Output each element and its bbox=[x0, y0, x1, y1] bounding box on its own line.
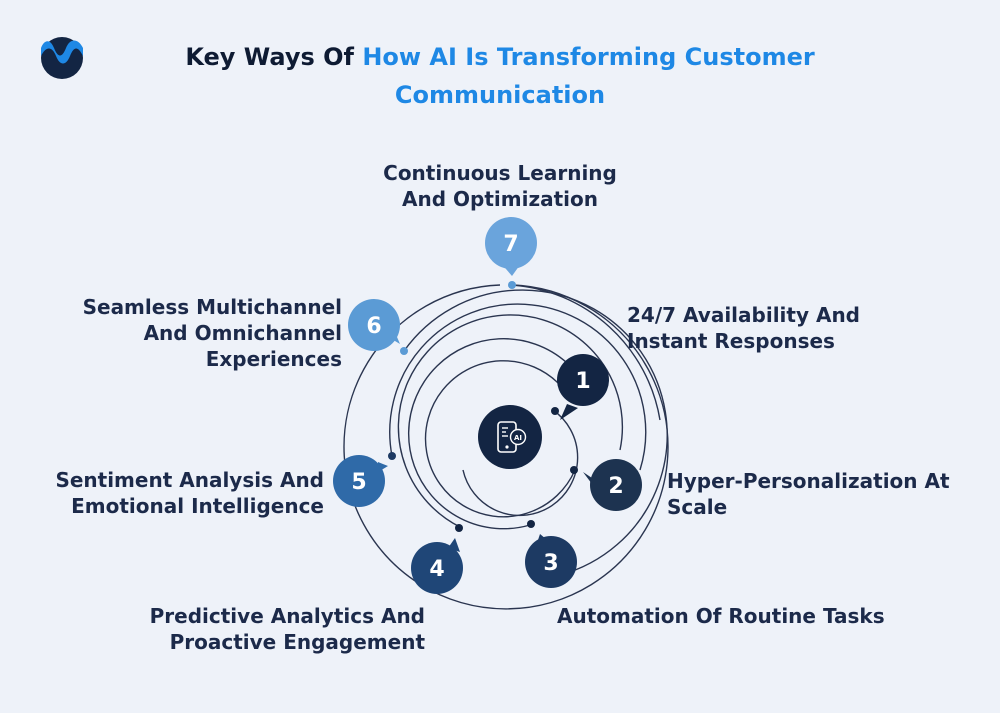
step-marker-7: 7 bbox=[485, 217, 537, 276]
step-label-6: Seamless Multichannel And Omnichannel Ex… bbox=[80, 294, 342, 372]
ring-2 bbox=[424, 360, 576, 518]
ai-phone-icon: AI bbox=[478, 405, 542, 469]
step-4-line-1: Predictive Analytics And bbox=[149, 604, 425, 628]
title-accent: How AI Is Transforming Customer bbox=[362, 43, 815, 71]
step-5-line-2: Emotional Intelligence bbox=[71, 494, 324, 518]
step-label-2: Hyper-Personalization At Scale bbox=[667, 468, 950, 520]
ring-dot-1 bbox=[551, 407, 559, 415]
step-number-2: 2 bbox=[608, 474, 623, 499]
step-1-line-2: Instant Responses bbox=[627, 329, 835, 353]
step-marker-3: 3 bbox=[525, 534, 577, 588]
step-label-3: Automation Of Routine Tasks bbox=[557, 603, 885, 629]
step-7-line-1: Continuous Learning bbox=[383, 161, 617, 185]
step-number-1: 1 bbox=[575, 369, 590, 394]
step-6-line-2: And Omnichannel bbox=[143, 321, 342, 345]
step-label-7: Continuous Learning And Optimization bbox=[380, 160, 620, 212]
page-title: Key Ways Of How AI Is Transforming Custo… bbox=[150, 38, 850, 114]
step-6-line-1: Seamless Multichannel bbox=[82, 295, 342, 319]
step-1-line-1: 24/7 Availability And bbox=[627, 303, 860, 327]
step-marker-5: 5 bbox=[333, 455, 388, 507]
ai-icon-text: AI bbox=[514, 434, 522, 442]
step-marker-1: 1 bbox=[557, 354, 609, 420]
step-label-4: Predictive Analytics And Proactive Engag… bbox=[140, 603, 425, 655]
step-number-6: 6 bbox=[366, 314, 381, 339]
ring-dot-5 bbox=[388, 452, 396, 460]
step-marker-4: 4 bbox=[411, 538, 463, 594]
ring-5 bbox=[389, 303, 647, 471]
step-2-line-2: Scale bbox=[667, 495, 728, 519]
step-label-1: 24/7 Availability And Instant Responses bbox=[627, 302, 860, 354]
title-part-1: Key Ways Of bbox=[185, 43, 363, 71]
ring-7 bbox=[343, 284, 669, 610]
step-4-line-2: Proactive Engagement bbox=[169, 630, 425, 654]
ring-dot-4 bbox=[455, 524, 463, 532]
ring-6 bbox=[403, 289, 668, 576]
brand-logo-icon bbox=[41, 37, 83, 79]
step-label-5: Sentiment Analysis And Emotional Intelli… bbox=[40, 467, 324, 519]
ring-dot-6 bbox=[400, 347, 408, 355]
step-3-line-1: Automation Of Routine Tasks bbox=[557, 604, 885, 628]
ring-dot-2 bbox=[570, 466, 578, 474]
step-5-line-1: Sentiment Analysis And bbox=[55, 468, 324, 492]
step-number-4: 4 bbox=[429, 557, 444, 582]
ring-dot-7 bbox=[508, 281, 516, 289]
step-marker-6: 6 bbox=[348, 299, 400, 351]
step-number-5: 5 bbox=[351, 470, 366, 495]
step-number-3: 3 bbox=[543, 551, 558, 576]
ring-1 bbox=[462, 409, 579, 517]
step-6-line-3: Experiences bbox=[205, 347, 342, 371]
step-2-line-1: Hyper-Personalization At bbox=[667, 469, 950, 493]
step-number-7: 7 bbox=[503, 232, 518, 257]
step-7-line-2: And Optimization bbox=[402, 187, 598, 211]
ring-dot-3 bbox=[527, 520, 535, 528]
ring-4 bbox=[397, 314, 624, 528]
step-marker-2: 2 bbox=[583, 459, 642, 511]
title-line-2: Communication bbox=[394, 81, 606, 109]
ring-3 bbox=[407, 338, 589, 530]
